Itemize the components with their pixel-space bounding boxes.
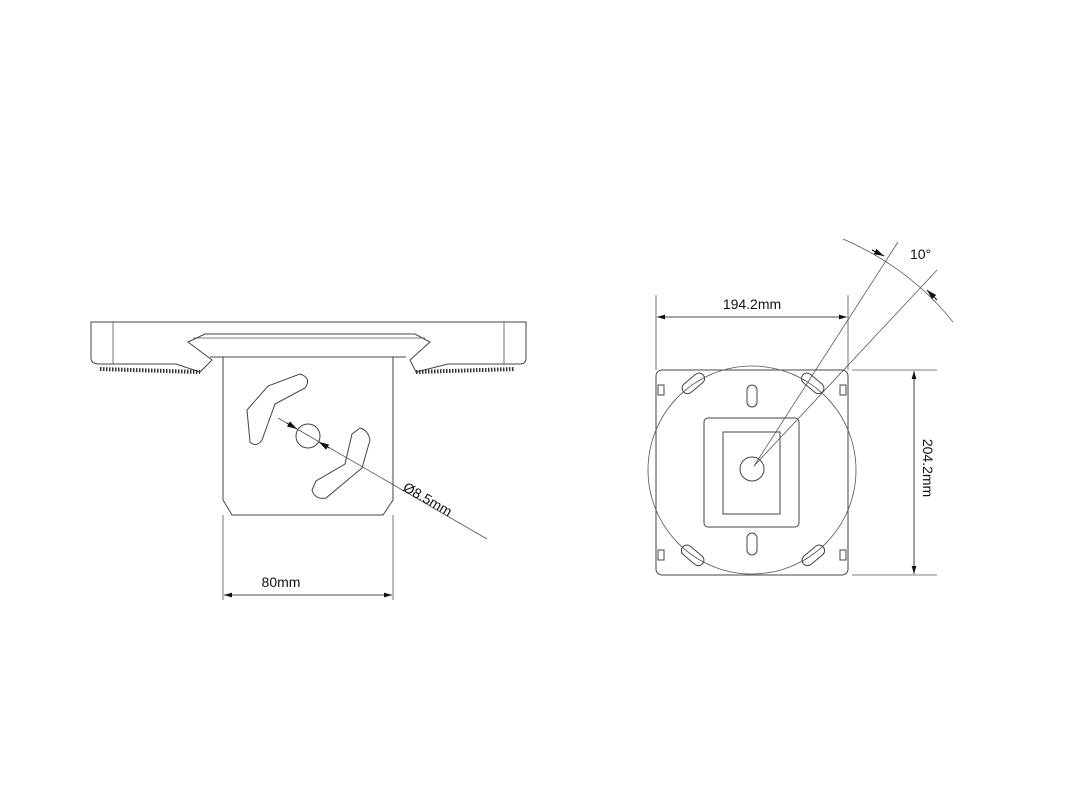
hole-arrow <box>286 421 298 430</box>
slot-upper <box>246 373 309 446</box>
hole-arrow <box>318 441 330 450</box>
plate-teeth-right <box>415 367 516 374</box>
hole-leader-line <box>277 417 488 540</box>
hole-diameter-label: Ø8.5mm <box>401 479 455 520</box>
width-dimension-label: 194.2mm <box>723 296 781 312</box>
angle-line <box>753 269 938 467</box>
height-dimension-label: 204.2mm <box>920 439 936 497</box>
mount-plate <box>90 321 527 373</box>
angle-label: 10° <box>910 246 931 262</box>
angle-arrow <box>926 289 938 301</box>
base-square <box>655 369 849 576</box>
rotation-circle <box>647 365 857 575</box>
slots <box>657 372 847 567</box>
inner-rect <box>722 431 781 515</box>
plate-teeth-left <box>99 367 201 374</box>
width-dimension-label: 80mm <box>262 574 301 590</box>
center-hole <box>295 423 321 449</box>
angle-arrow <box>871 248 885 257</box>
slot-lower <box>311 427 371 499</box>
top-view: 10° 194.2mm 204.2mm <box>647 238 954 576</box>
side-view: Ø8.5mm 80mm <box>90 321 527 600</box>
inner-square <box>703 417 800 528</box>
angle-arc <box>842 238 954 323</box>
center-hole <box>739 456 765 482</box>
bracket <box>222 357 394 516</box>
angle-line <box>753 241 899 467</box>
